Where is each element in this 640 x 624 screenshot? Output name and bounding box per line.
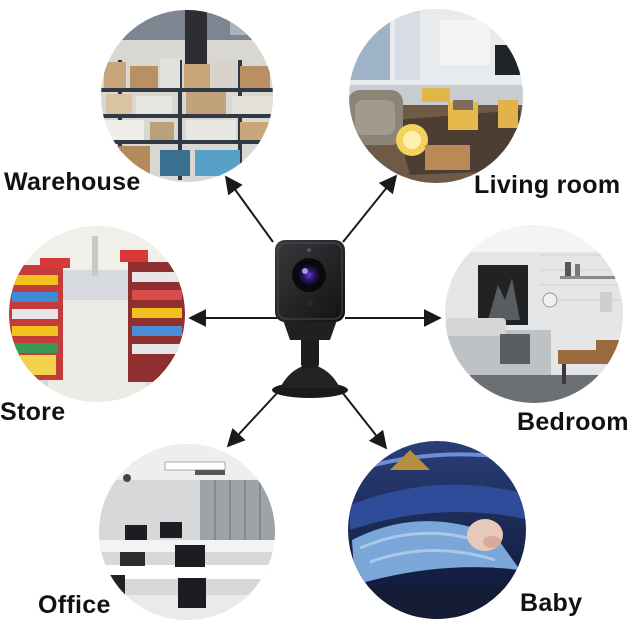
label-living-room: Living room	[474, 171, 621, 199]
arrows	[188, 174, 442, 450]
arrow-icon	[226, 391, 279, 448]
label-bedroom: Bedroom	[517, 408, 629, 436]
bedroom-photo	[445, 225, 623, 403]
living-room-photo	[349, 9, 523, 183]
label-office: Office	[38, 591, 111, 619]
office-photo	[99, 444, 275, 620]
arrow-icon	[342, 174, 398, 243]
baby-photo	[348, 441, 526, 619]
label-store: Store	[0, 398, 66, 426]
label-warehouse: Warehouse	[4, 168, 141, 196]
arrow-icon	[224, 175, 274, 243]
store-photo	[9, 226, 185, 402]
warehouse-photo	[101, 10, 273, 182]
mini-camera-icon	[272, 240, 348, 398]
arrow-icon	[341, 391, 388, 450]
label-baby: Baby	[520, 589, 583, 617]
